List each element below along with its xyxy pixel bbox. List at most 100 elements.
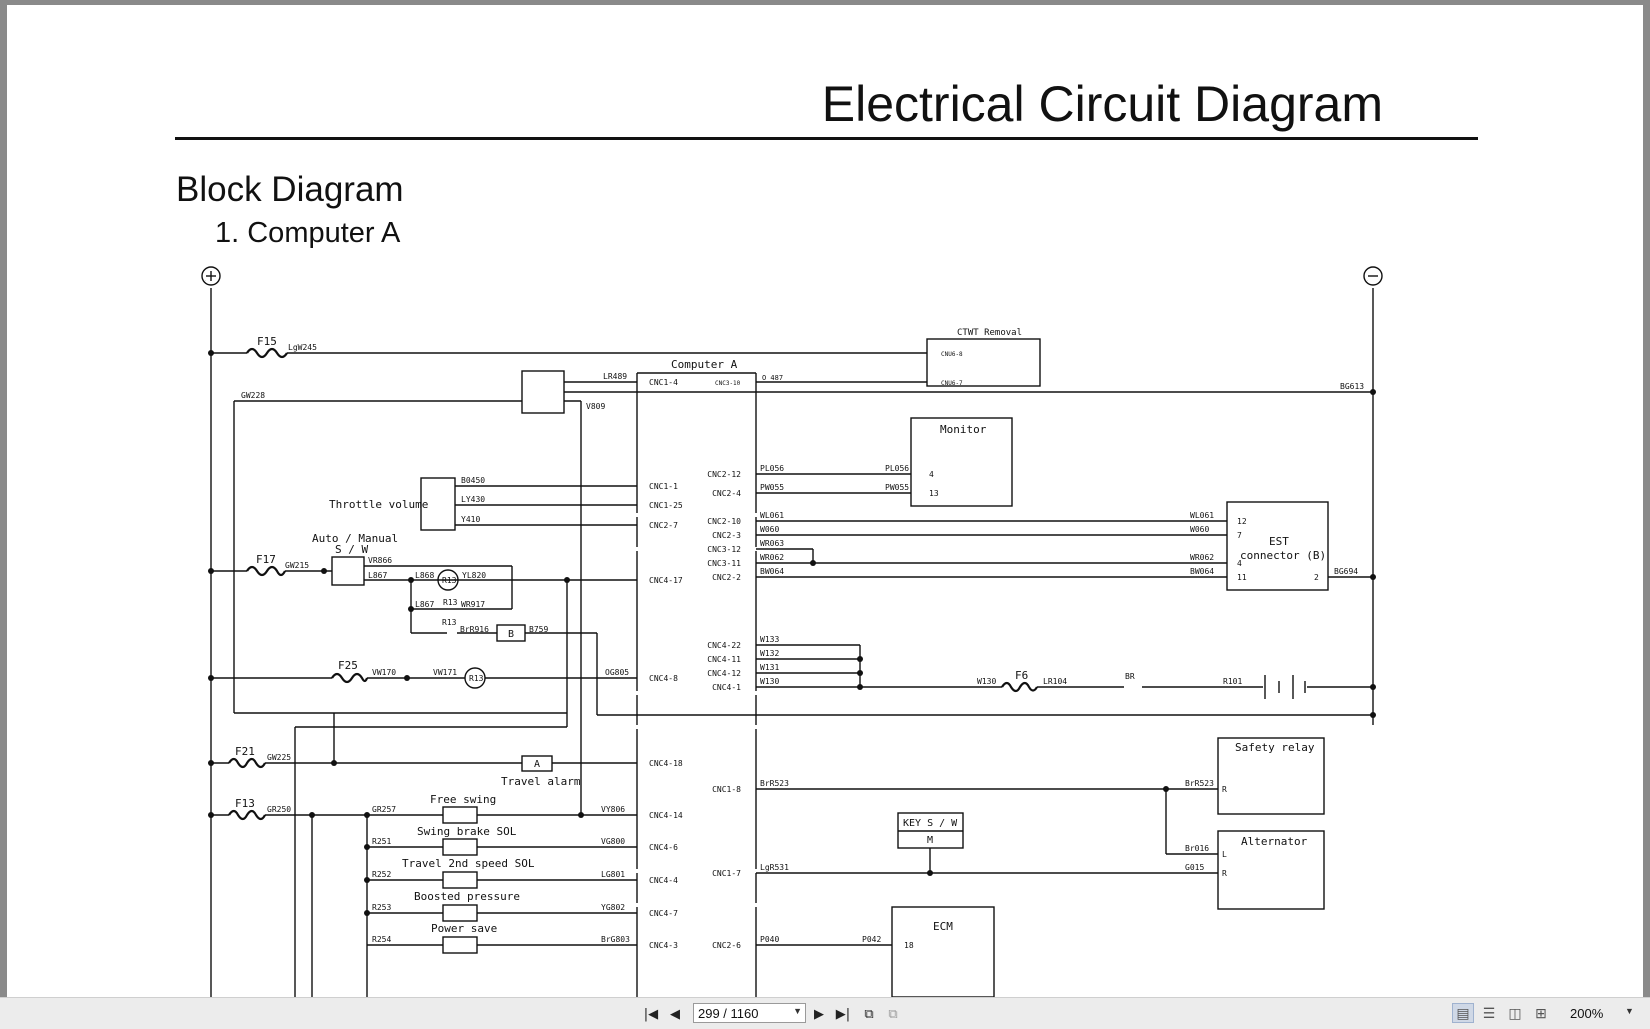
wire-label: WR062 [760, 553, 784, 562]
pin-label: CNC4-8 [649, 674, 678, 683]
wire-label: LG801 [601, 870, 625, 879]
single-page-icon[interactable]: ▤ [1452, 1003, 1474, 1023]
pin-label: R [1222, 785, 1227, 794]
fuse-label: F21 [235, 745, 255, 758]
wire-label: W132 [760, 649, 779, 658]
label-travel-alarm: Travel alarm [501, 775, 581, 788]
pin-label: CNC1-7 [712, 869, 741, 878]
wire-label: L868 [415, 571, 434, 580]
wire-label: WR062 [1190, 553, 1214, 562]
wire-label: PL056 [760, 464, 784, 473]
wire-label: WL061 [1190, 511, 1214, 520]
wire-label: BG613 [1340, 382, 1364, 391]
chevron-down-icon[interactable]: ▼ [793, 1006, 802, 1016]
pin-label: 2 [1314, 573, 1319, 582]
continuous-facing-icon[interactable]: ⊞ [1535, 1004, 1547, 1021]
subsection-heading: 1. Computer A [215, 217, 401, 249]
chevron-down-icon[interactable]: ▼ [1625, 1006, 1634, 1016]
pin-label: 7 [1237, 531, 1242, 540]
wire-label: GW215 [285, 561, 309, 570]
pin-label: 4 [1237, 559, 1242, 568]
forward-view-icon[interactable]: ⧉ [888, 1006, 898, 1022]
label-power-save: Power save [431, 922, 497, 935]
last-page-icon[interactable]: ▶| [835, 1006, 851, 1022]
prev-page-icon[interactable]: ◀ [670, 1006, 680, 1022]
wire-label: G015 [1185, 863, 1204, 872]
block-est-2: connector (B) [1240, 549, 1326, 562]
pin-label: L [1222, 850, 1227, 859]
wire-label: OG805 [605, 668, 629, 677]
pin-label: 12 [1237, 517, 1247, 526]
wire-label: WR917 [461, 600, 485, 609]
first-page-icon[interactable]: |◀ [643, 1006, 659, 1022]
wire-label: L867 [368, 571, 387, 580]
wire-label: LR104 [1043, 677, 1067, 686]
minus-terminal: ⊖ [1367, 280, 1368, 282]
wire-label: BG694 [1334, 567, 1358, 576]
pin-label: CNC2-10 [707, 517, 741, 526]
section-heading: Block Diagram [176, 170, 404, 209]
wire-label: R101 [1223, 677, 1242, 686]
wire-label: R13 [442, 618, 457, 627]
title-rule [175, 137, 1478, 140]
pin-label: CNC4-22 [707, 641, 741, 650]
continuous-icon[interactable]: ☰ [1482, 1004, 1496, 1021]
block-computer-a: Computer A [671, 358, 738, 371]
wire-label: V809 [586, 402, 605, 411]
zoom-level[interactable]: 200% [1570, 1006, 1604, 1021]
pin-label: CNC4-17 [649, 576, 683, 585]
wire-label: VW171 [433, 668, 457, 677]
wire-label: P042 [862, 935, 881, 944]
pin-label: CNC2-6 [712, 941, 741, 950]
pin-label: CNC1-1 [649, 482, 678, 491]
pin-label: R [1222, 869, 1227, 878]
fuse-label: F13 [235, 797, 255, 810]
wire-label: WR063 [760, 539, 784, 548]
wire-label: GR250 [267, 805, 291, 814]
pin-label: CNC3-10 [715, 380, 741, 387]
block-safety-relay: Safety relay [1235, 741, 1315, 754]
block-key-m: M [927, 835, 933, 846]
wire-label: LgW245 [288, 343, 317, 352]
label-swing-brake: Swing brake SOL [417, 825, 517, 838]
wire-label: W133 [760, 635, 779, 644]
pin-label: CNU6-7 [941, 380, 963, 387]
wire-label: GR257 [372, 805, 396, 814]
pin-label: CNC1-4 [649, 378, 678, 387]
wire-label: LR489 [603, 372, 627, 381]
wire-label: BrR523 [1185, 779, 1214, 788]
label-travel-2nd: Travel 2nd speed SOL [402, 857, 535, 870]
wire-label: VW170 [372, 668, 396, 677]
block-est-1: EST [1269, 535, 1289, 548]
pin-label: CNC4-1 [712, 683, 741, 692]
wire-label: B759 [529, 625, 548, 634]
block-ctwt: CTWT Removal [957, 328, 1022, 338]
wire-label: R251 [372, 837, 391, 846]
pin-label: 18 [904, 941, 914, 950]
document-page: Electrical Circuit Diagram Block Diagram… [7, 5, 1643, 997]
wire-label: LgR531 [760, 863, 789, 872]
fuse-label: F6 [1015, 669, 1028, 682]
wire-label: BR [1125, 672, 1135, 681]
wire-label: W131 [760, 663, 779, 672]
pin-label: CNC1-8 [712, 785, 741, 794]
wire-label: PW055 [760, 483, 784, 492]
relay-label: R13 [469, 674, 484, 683]
wire-label: LY430 [461, 495, 485, 504]
pin-label: CNC4-14 [649, 811, 683, 820]
back-view-icon[interactable]: ⧉ [864, 1006, 874, 1022]
wire-label: PW055 [885, 483, 909, 492]
viewer-toolbar: |◀ ◀ 299 / 1160 ▼ ▶ ▶| ⧉ ⧉ ▤ ☰ ◫ ⊞ 200% … [0, 997, 1650, 1029]
circuit-diagram: ⊕ ⊖ Computer A CTWT Removal Monitor EST … [201, 266, 1383, 997]
facing-icon[interactable]: ◫ [1508, 1004, 1522, 1021]
pin-label: CNC2-7 [649, 521, 678, 530]
next-page-icon[interactable]: ▶ [814, 1006, 824, 1022]
wire-label: W060 [1190, 525, 1209, 534]
page-indicator: 299 / 1160 [698, 1005, 759, 1021]
wire-label: GW228 [241, 391, 265, 400]
pin-label: CNC2-4 [712, 489, 741, 498]
wire-label: VG800 [601, 837, 625, 846]
block-monitor: Monitor [940, 423, 987, 436]
pin-label: CNC3-11 [707, 559, 741, 568]
page-number-input[interactable]: 299 / 1160 ▼ [693, 1003, 806, 1023]
